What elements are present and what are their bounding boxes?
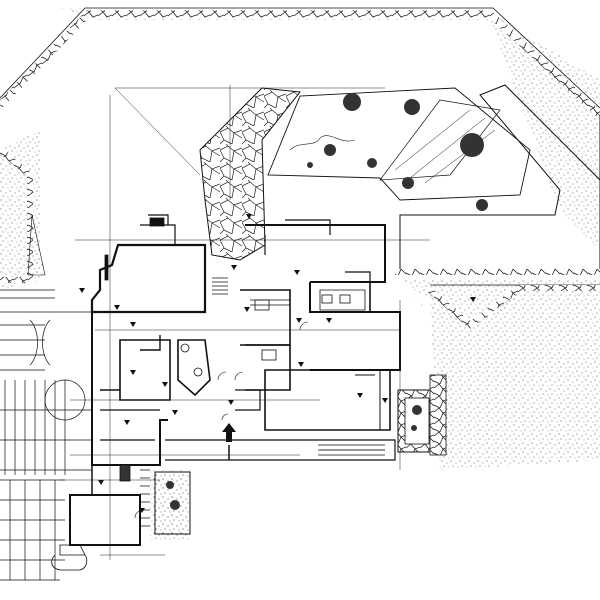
north-arrow-icon	[222, 423, 236, 460]
fixtures	[51, 217, 351, 571]
lower-right-terrace	[395, 269, 600, 329]
tree-icon	[166, 481, 174, 489]
stairs	[140, 277, 385, 527]
triangle-marker-icon	[79, 214, 476, 513]
flagstone-path	[199, 87, 301, 261]
tree-icon	[412, 405, 422, 415]
tree-icon	[307, 93, 488, 211]
planter-right	[397, 374, 447, 456]
garden-court	[267, 87, 531, 211]
left-terrace-wall	[0, 147, 55, 299]
planter-left	[154, 471, 191, 535]
upper-terrace-wall	[0, 7, 600, 271]
pergola-left	[0, 311, 92, 581]
